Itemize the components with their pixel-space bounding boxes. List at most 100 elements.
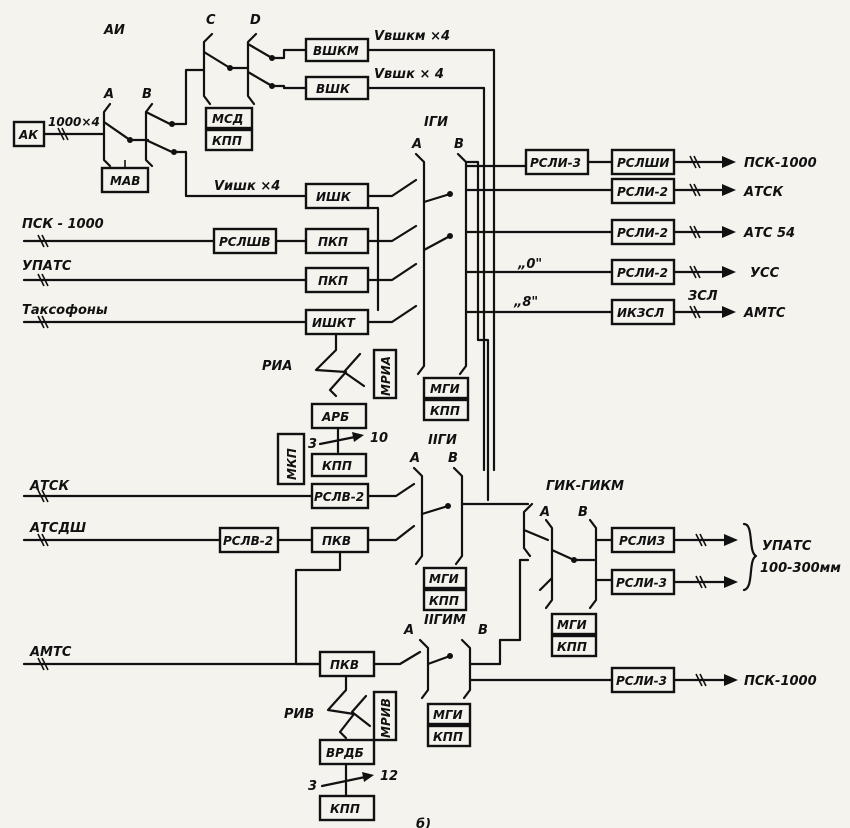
label-kpp-bot: КПП [330, 802, 360, 816]
label-num12: 12 [380, 769, 398, 784]
iigim-section: АМТС ПКВ IIГИМ А В РСЛИ-3 ПСК-1000 МГИ К… [22, 558, 817, 822]
label-ak: АК [18, 128, 39, 142]
label-igi: IГИ [424, 115, 448, 130]
label-iigim-a: А [403, 623, 414, 638]
block-kpp-mgi-1 [422, 398, 470, 422]
label-pkp2: ПКП [318, 274, 348, 288]
block-mkp [276, 432, 306, 486]
label-upats-range: 100-300мм [760, 561, 841, 576]
label-kpp-mgi4: КПП [433, 730, 463, 744]
label-taksofony: Таксофоны [22, 303, 108, 318]
label-kpp-top: КПП [212, 134, 242, 148]
label-num3a: 3 [308, 437, 317, 452]
block-mav [100, 166, 150, 194]
label-atsk-in: АТСК [29, 479, 70, 494]
label-sw-b1: В [142, 87, 152, 102]
label-uss: УСС [750, 266, 780, 281]
label-rsli3-bot: РСЛИ-3 [616, 674, 667, 688]
label-ai: АИ [103, 23, 125, 38]
switch-a1-bracket [102, 102, 112, 168]
label-rsliz: РСЛИЗ [619, 534, 666, 548]
label-num10: 10 [370, 431, 388, 446]
label-iigim-b: В [478, 623, 488, 638]
block-rsli3-mid [610, 568, 676, 596]
label-rsli2-uss: РСЛИ-2 [617, 266, 668, 280]
label-upats-in: УПАТС [22, 259, 72, 274]
label-amts-in: АМТС [29, 645, 72, 660]
label-iigi-b: В [448, 451, 458, 466]
label-upats-out: УПАТС [762, 539, 812, 554]
label-arb: АРБ [321, 410, 349, 424]
label-rsli2-ats54: РСЛИ-2 [617, 226, 668, 240]
label-vrdb: ВРДБ [326, 746, 364, 760]
label-kpp-mgi1: КПП [430, 404, 460, 418]
label-gik-a: А [539, 505, 550, 520]
label-rsli2-atsk: РСЛИ-2 [617, 185, 668, 199]
block-mgi-4 [426, 702, 472, 726]
caption: б) [416, 817, 431, 828]
block-kpp-bot [318, 794, 376, 822]
label-pkv2: ПКВ [330, 658, 359, 672]
label-zsl: ЗСЛ [688, 289, 718, 304]
block-rsliz [610, 526, 676, 554]
label-psk-in: ПСК - 1000 [22, 217, 104, 232]
label-igi-b: В [454, 137, 464, 152]
block-rsli2-atsk [610, 177, 676, 205]
label-ishk: ИШК [316, 190, 352, 204]
label-gik-b: В [578, 505, 588, 520]
label-kpp-mgi3: КПП [557, 640, 587, 654]
block-rsli2-ats54 [610, 218, 676, 246]
ai-section: АИ АК 1000×4 А В МАВ С D [12, 13, 496, 472]
label-kpp-mgi2: КПП [429, 594, 459, 608]
label-rsli3-top: РСЛИ-3 [530, 156, 581, 170]
block-kpp-mgi-3 [550, 634, 598, 658]
block-ishk [304, 182, 370, 210]
block-mria [372, 348, 398, 400]
label-sw-a1: А [103, 87, 114, 102]
block-rslv2b [218, 526, 280, 554]
label-vshkm-box: ВШКМ [313, 44, 359, 58]
label-riv: РИВ [284, 707, 314, 722]
label-pkp1: ПКП [318, 235, 348, 249]
label-atsdsh: АТСДШ [29, 521, 86, 536]
label-rslv2b: РСЛВ-2 [223, 534, 273, 548]
label-mgi3: МГИ [557, 618, 587, 632]
label-mgi1: МГИ [430, 382, 460, 396]
label-rslshv: РСЛШВ [219, 235, 271, 249]
block-kpp-arb [310, 452, 368, 478]
label-v-ishk: Vишк ×4 [214, 179, 280, 194]
label-rsli3-mid: РСЛИ-3 [616, 576, 667, 590]
label-igi-a: А [411, 137, 422, 152]
label-gik: ГИК-ГИКМ [546, 479, 624, 494]
label-sw-d: D [250, 13, 261, 28]
label-psk-out1: ПСК-1000 [744, 156, 817, 171]
label-mav: МАВ [110, 174, 140, 188]
gik-section: ГИК-ГИКМ А В РСЛИЗ РСЛИ-3 УПАТС 100-300м… [522, 479, 841, 658]
label-mriv: МРИВ [379, 698, 393, 738]
label-msd: МСД [212, 112, 243, 126]
label-iigim: IIГИМ [424, 613, 466, 628]
label-rslshi: РСЛШИ [617, 156, 669, 170]
block-msd [204, 106, 254, 130]
label-atsk-out: АТСК [743, 185, 784, 200]
ria-section: РИА МРИА АРБ МКП 3 10 КПП [262, 332, 398, 486]
label-mria: МРИА [379, 356, 393, 396]
label-q8: „8" [513, 295, 538, 310]
block-mgi-3 [550, 612, 598, 636]
block-kpp-top [204, 128, 254, 152]
label-q0: „0" [517, 257, 542, 272]
label-psk-out2: ПСК-1000 [744, 674, 817, 689]
label-kpp-arb: КПП [322, 459, 352, 473]
label-iigi: IIГИ [428, 433, 457, 448]
block-rsli3-bot [610, 666, 676, 694]
iigi-section: IIГИ А В АТСК РСЛВ-2 АТСДШ РСЛВ-2 ПКВ МГ… [22, 433, 530, 666]
label-ats54: АТС 54 [743, 226, 795, 241]
label-ria: РИА [262, 359, 292, 374]
label-v-vshk: Vвшк × 4 [374, 67, 444, 82]
block-mriv [372, 690, 398, 742]
label-iigi-a: А [409, 451, 420, 466]
block-mgi-2 [422, 566, 468, 590]
label-mgi2: МГИ [429, 572, 459, 586]
label-ikzsl: ИКЗСЛ [617, 306, 664, 320]
